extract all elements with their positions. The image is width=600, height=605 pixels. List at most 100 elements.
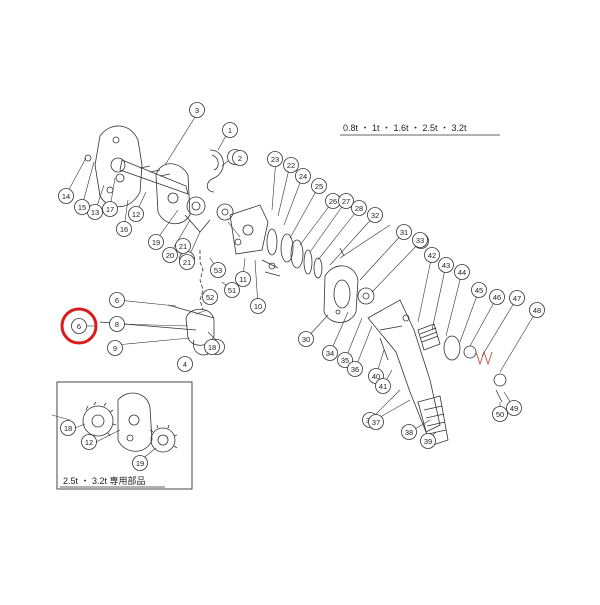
callout-label: 1 bbox=[228, 126, 232, 135]
callout-label: 12 bbox=[85, 438, 93, 447]
callout-part-16: 16 bbox=[116, 221, 132, 237]
load-chain bbox=[199, 250, 204, 311]
callout-part-15: 15 bbox=[74, 199, 90, 215]
callout-circle bbox=[224, 282, 240, 298]
callout-circle bbox=[351, 200, 367, 216]
inset-caption: 2.5t ・ 3.2t 専用部品 bbox=[63, 475, 146, 486]
friction-disk bbox=[266, 228, 278, 256]
callout-part-19: 19 bbox=[148, 234, 164, 250]
callout-part-14: 14 bbox=[58, 188, 74, 204]
callout-part-3: 3 bbox=[189, 102, 205, 118]
side-plate-left bbox=[94, 125, 143, 208]
callout-label: 9 bbox=[113, 344, 117, 353]
callout-circle bbox=[295, 168, 311, 184]
callout-circle bbox=[204, 339, 220, 355]
callout-circle bbox=[529, 302, 545, 318]
callout-label: 52 bbox=[206, 293, 214, 302]
callout-circle bbox=[471, 282, 487, 298]
callout-label: 46 bbox=[493, 293, 501, 302]
callout-part-44: 44 bbox=[454, 264, 470, 280]
callout-circle bbox=[454, 264, 470, 280]
callout-label: 51 bbox=[228, 286, 236, 295]
callout-circle bbox=[202, 289, 218, 305]
callout-part-23: 23 bbox=[267, 151, 283, 167]
callout-label: 6 bbox=[115, 296, 119, 305]
callout-circle bbox=[424, 247, 440, 263]
callout-label: 36 bbox=[351, 365, 359, 374]
callout-circle bbox=[175, 238, 191, 254]
callout-circle bbox=[71, 318, 87, 334]
callout-circle bbox=[132, 455, 148, 471]
callout-part-21: 21 bbox=[175, 238, 191, 254]
callout-circle bbox=[337, 352, 353, 368]
callout-part-50: 50 bbox=[492, 406, 508, 422]
callout-label: 24 bbox=[299, 172, 307, 181]
callout-circle bbox=[492, 406, 508, 422]
callout-label: 21 bbox=[183, 258, 191, 267]
callout-part-51: 51 bbox=[224, 282, 240, 298]
callout-label: 27 bbox=[342, 197, 350, 206]
callout-circle bbox=[179, 254, 195, 270]
callout-circle bbox=[81, 434, 97, 450]
callout-part-41: 41 bbox=[375, 378, 391, 394]
callout-part-31: 31 bbox=[396, 224, 412, 240]
callout-label: 45 bbox=[475, 286, 483, 295]
callout-part-42: 42 bbox=[424, 247, 440, 263]
callout-part-30: 30 bbox=[298, 331, 314, 347]
callout-circle bbox=[375, 378, 391, 394]
callout-circle bbox=[58, 188, 74, 204]
callout-circle bbox=[368, 414, 384, 430]
callout-part-46: 46 bbox=[489, 289, 505, 305]
callout-part-43: 43 bbox=[438, 257, 454, 273]
callout-circle bbox=[162, 247, 178, 263]
callout-circle bbox=[298, 331, 314, 347]
callout-circle bbox=[311, 178, 327, 194]
callout-label: 2 bbox=[238, 154, 242, 163]
callout-label: 28 bbox=[355, 204, 363, 213]
callout-part-34: 34 bbox=[322, 345, 338, 361]
inset-gear-19 bbox=[150, 427, 176, 453]
inset-gear-18 bbox=[82, 405, 114, 437]
drive-shaft bbox=[119, 159, 189, 195]
callout-part-20: 20 bbox=[162, 247, 178, 263]
callout-label: 6 bbox=[77, 322, 81, 331]
callout-label: 10 bbox=[254, 302, 262, 311]
callout-label: 47 bbox=[513, 294, 521, 303]
part-callouts: 1123456768910111213141615171920212122232… bbox=[58, 102, 545, 471]
callout-part-6: 6 bbox=[109, 292, 125, 308]
callout-part-12: 12 bbox=[128, 206, 144, 222]
callout-label: 14 bbox=[62, 192, 70, 201]
callout-part-38: 38 bbox=[401, 424, 417, 440]
callout-label: 25 bbox=[315, 182, 323, 191]
callout-part-53: 53 bbox=[210, 262, 226, 278]
callout-label: 37 bbox=[372, 418, 380, 427]
callout-label: 13 bbox=[91, 208, 99, 217]
callout-circle bbox=[396, 224, 412, 240]
callout-circle bbox=[102, 201, 118, 217]
callout-circle bbox=[509, 290, 525, 306]
callout-part-8: 8 bbox=[109, 316, 125, 332]
callout-part-10: 10 bbox=[250, 298, 266, 314]
callout-part-37: 37 bbox=[368, 414, 384, 430]
callout-part-4: 4 bbox=[177, 356, 193, 372]
callout-circle bbox=[367, 207, 383, 223]
callout-circle bbox=[347, 361, 363, 377]
pawl-spring bbox=[417, 323, 441, 351]
brake-cover bbox=[323, 265, 359, 323]
callout-label: 16 bbox=[120, 225, 128, 234]
hand-grip bbox=[417, 395, 449, 447]
callout-label: 33 bbox=[416, 236, 424, 245]
callout-label: 53 bbox=[214, 266, 222, 275]
callout-circle bbox=[267, 151, 283, 167]
callout-label: 48 bbox=[533, 306, 541, 315]
selector-knob bbox=[443, 335, 461, 361]
callout-circle bbox=[401, 424, 417, 440]
gear-upper bbox=[186, 196, 206, 216]
callout-part-52: 52 bbox=[202, 289, 218, 305]
callout-label: 40 bbox=[372, 372, 380, 381]
callout-circle bbox=[420, 433, 436, 449]
callout-label: 12 bbox=[132, 210, 140, 219]
callout-label: 35 bbox=[341, 356, 349, 365]
callout-part-18: 18 bbox=[204, 339, 220, 355]
